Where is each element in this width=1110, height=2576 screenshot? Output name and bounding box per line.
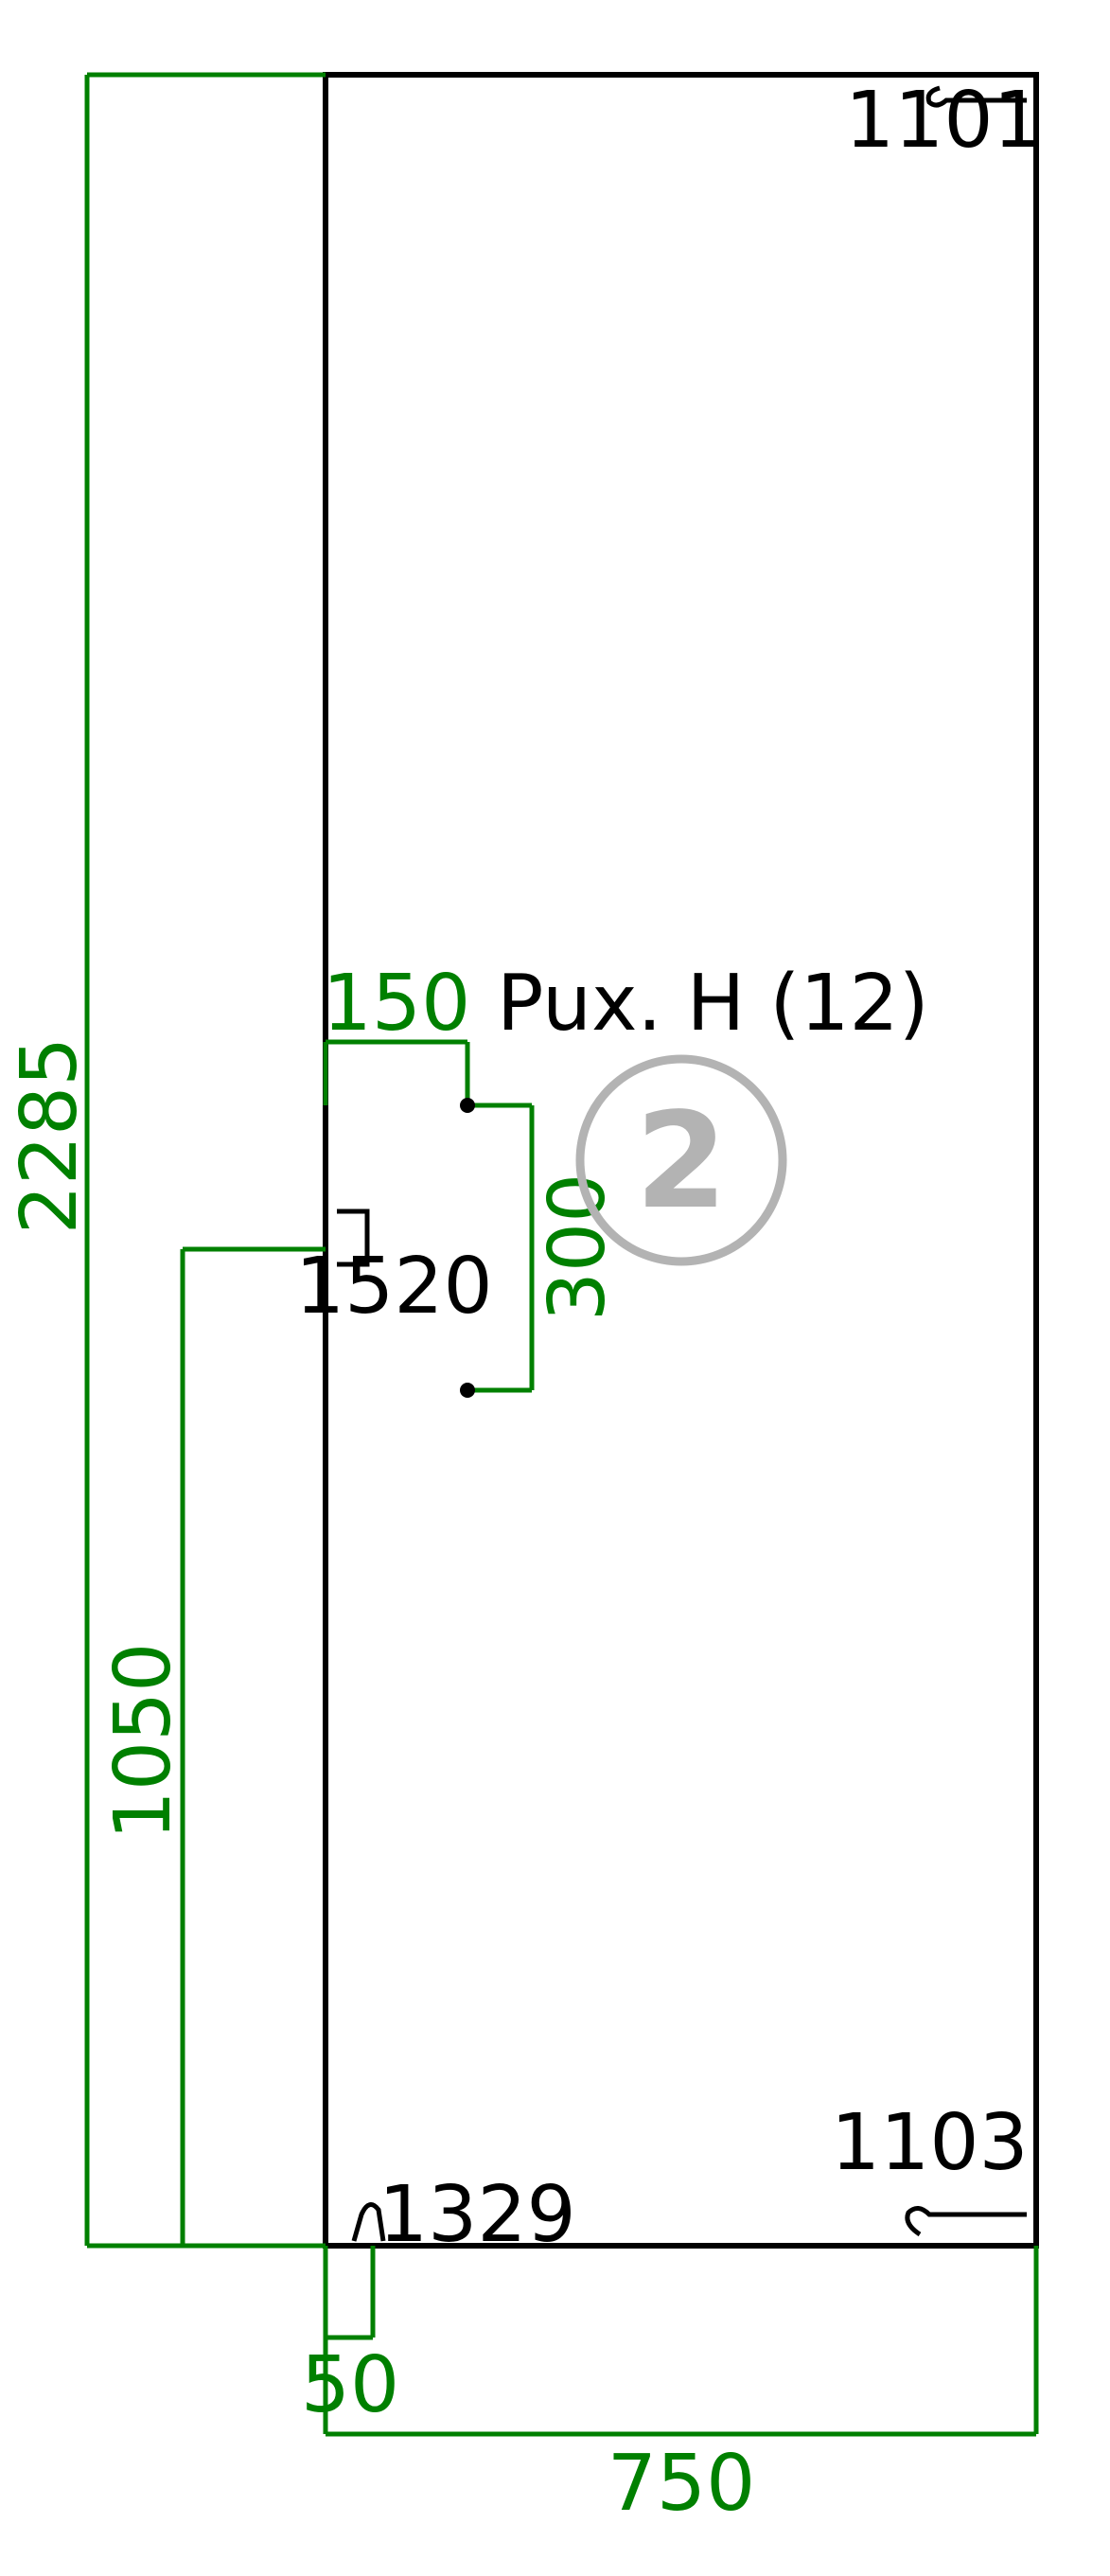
hole-marker-icon — [460, 1098, 475, 1113]
dimension-total-width-label: 750 — [608, 2439, 756, 2529]
corner-profile-icon — [351, 2202, 386, 2242]
dimension-offset-height — [180, 1246, 326, 2249]
hinge-icon — [905, 2206, 1027, 2237]
dimension-bottom-offset-label: 50 — [301, 2340, 399, 2430]
dimension-hole-offset-label: 150 — [323, 959, 471, 1049]
label-top-right: 1101 — [845, 76, 1043, 166]
dimension-hole-spacing-label: 300 — [533, 1173, 623, 1322]
dimension-offset-height-label: 1050 — [98, 1643, 188, 1841]
dimension-total-height — [84, 72, 326, 2249]
hole-marker-icon — [460, 1383, 475, 1398]
dimension-total-height-label: 2285 — [5, 1037, 95, 1235]
panel-number-badge: 2 — [575, 1054, 787, 1266]
label-left-side: 1520 — [295, 1242, 493, 1332]
badge-circle — [575, 1054, 787, 1266]
hardware-label: Pux. H (12) — [497, 959, 929, 1049]
panel-outline — [323, 72, 1039, 2249]
label-bottom-left: 1329 — [379, 2170, 576, 2260]
dimension-hole-spacing — [467, 1103, 535, 1393]
edge-profile-icon — [337, 1209, 370, 1267]
dimension-total-width — [323, 2246, 1039, 2437]
dimension-bottom-offset — [323, 2246, 376, 2340]
dimension-hole-offset — [323, 1039, 470, 1105]
hinge-icon — [925, 85, 1027, 108]
label-bottom-right: 1103 — [831, 2098, 1029, 2188]
badge-number: 2 — [635, 1085, 727, 1239]
